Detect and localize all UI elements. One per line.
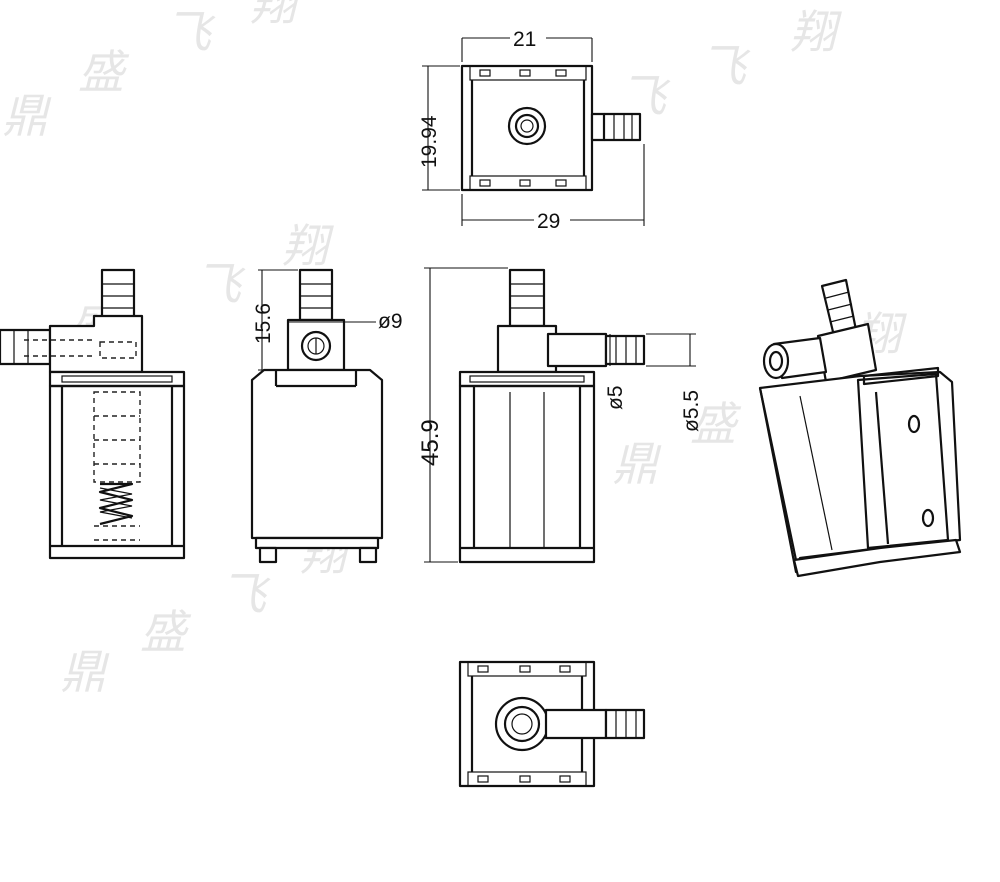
svg-text:翔: 翔 <box>250 0 302 31</box>
svg-text:翔: 翔 <box>790 5 842 59</box>
front-view <box>458 268 646 564</box>
dim-label-15-6: 15.6 <box>252 303 275 344</box>
dim-label-d5-5: ø5.5 <box>680 390 703 432</box>
dim-outlet-height-15-6: 15.6 <box>252 269 298 371</box>
top-view <box>460 64 642 192</box>
dim-length-29: 29 <box>461 144 645 233</box>
svg-text:鼎: 鼎 <box>612 437 662 491</box>
dim-total-height-45-9: 45.9 <box>417 267 508 563</box>
dim-label-19-94: 19.94 <box>418 115 441 168</box>
dim-label-d5: ø5 <box>604 385 627 410</box>
dim-label-d9: ø9 <box>378 310 403 333</box>
svg-text:飞: 飞 <box>700 39 751 93</box>
svg-text:鼎: 鼎 <box>2 89 52 143</box>
svg-text:飞: 飞 <box>165 5 216 59</box>
svg-text:盛: 盛 <box>140 605 192 659</box>
dim-label-21: 21 <box>513 28 536 51</box>
dim-inner-diameter-5: ø5 <box>604 334 627 410</box>
dim-outlet-diameter-9: ø9 <box>288 310 403 333</box>
dim-outer-diameter-5-5: ø5.5 <box>646 333 703 432</box>
isometric-view <box>758 278 962 578</box>
dim-width-21: 21 <box>461 28 593 62</box>
side-view <box>250 268 384 564</box>
svg-text:飞: 飞 <box>195 257 246 311</box>
section-view <box>0 268 186 560</box>
svg-text:飞: 飞 <box>220 567 271 621</box>
svg-text:盛: 盛 <box>690 397 742 451</box>
bottom-view <box>458 660 646 788</box>
svg-text:翔: 翔 <box>282 219 334 273</box>
svg-text:盛: 盛 <box>78 45 130 99</box>
dim-label-45-9: 45.9 <box>417 419 444 466</box>
dim-label-29: 29 <box>537 210 560 233</box>
svg-text:鼎: 鼎 <box>60 645 110 699</box>
dim-height-19-94: 19.94 <box>418 65 460 191</box>
